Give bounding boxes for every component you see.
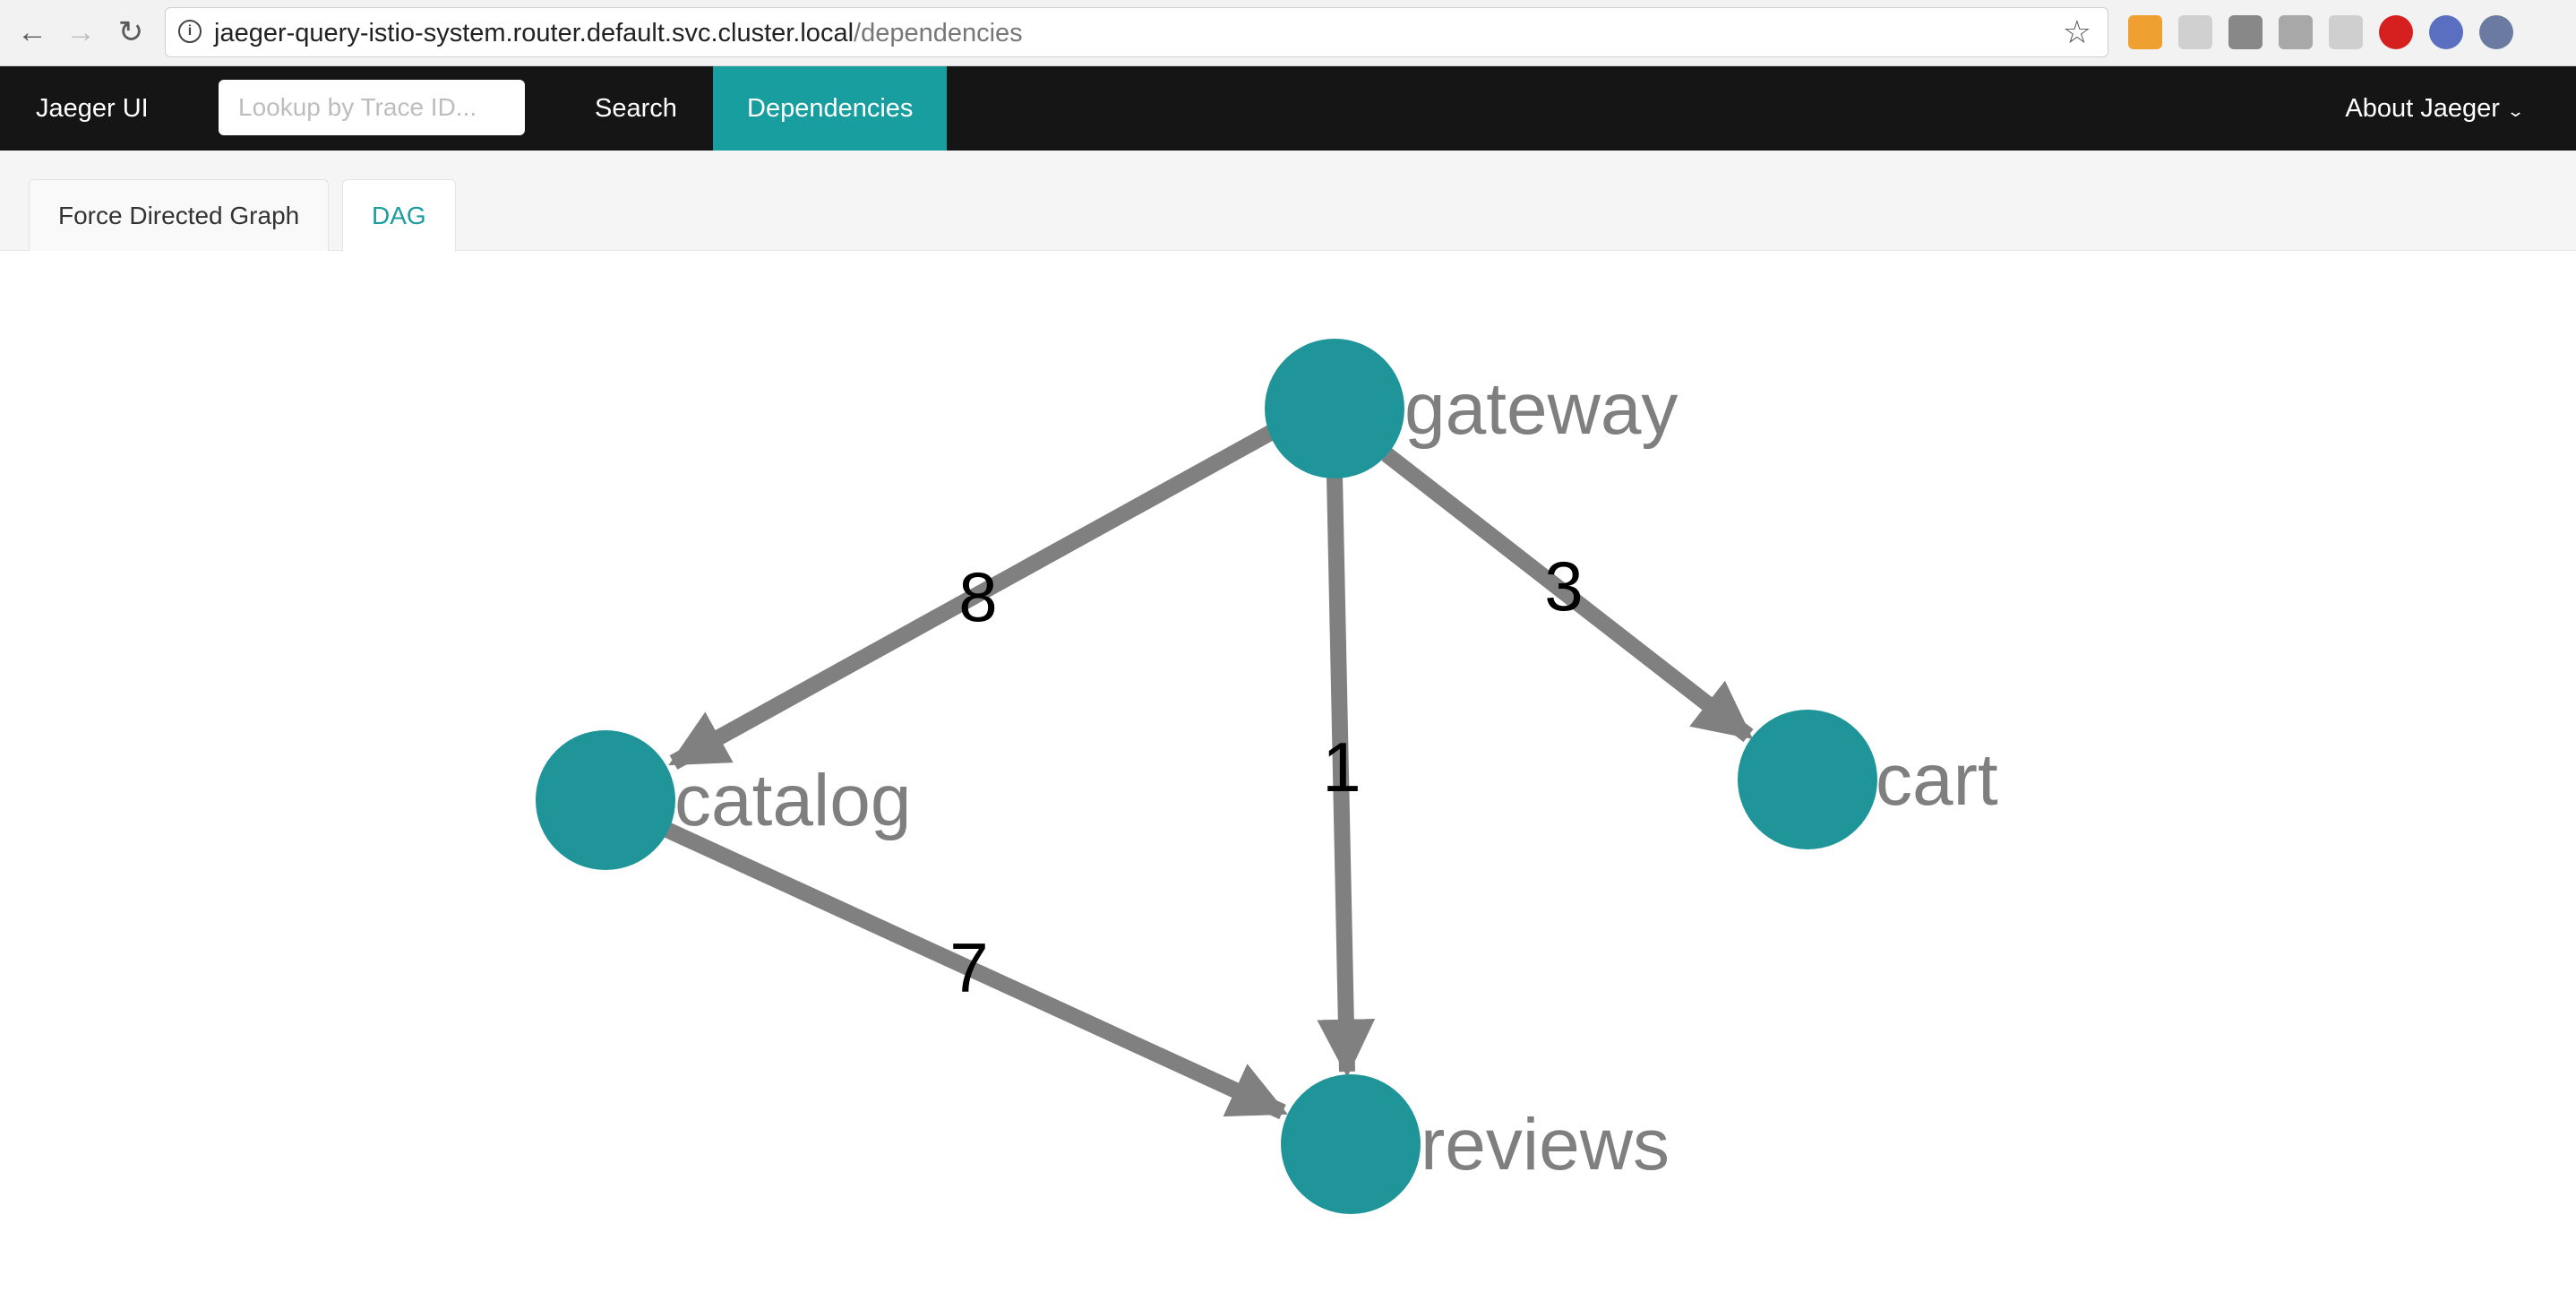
node-gateway[interactable] xyxy=(1265,339,1404,478)
node-reviews[interactable] xyxy=(1281,1074,1421,1214)
extension-b-icon[interactable] xyxy=(2178,15,2212,49)
extension-redhat-icon[interactable] xyxy=(2379,15,2413,49)
tab-dag[interactable]: DAG xyxy=(342,179,456,252)
browser-toolbar: ← → ↻ i jaeger-query-istio-system.router… xyxy=(0,0,2576,66)
bookmark-star-icon[interactable]: ☆ xyxy=(2062,13,2091,50)
node-label-gateway: gateway xyxy=(1404,368,1678,450)
forward-arrow-icon[interactable]: → xyxy=(65,14,96,49)
extension-square-icon[interactable] xyxy=(2228,15,2263,49)
site-info-icon[interactable]: i xyxy=(178,20,202,43)
about-jaeger-menu[interactable]: About Jaeger ⌄ xyxy=(2345,66,2526,151)
edge-gateway-catalog xyxy=(668,424,1278,770)
chevron-down-icon: ⌄ xyxy=(2505,102,2526,120)
app-top-nav: Jaeger UI Search Dependencies About Jaeg… xyxy=(0,66,2576,151)
extension-eye-icon[interactable] xyxy=(2479,15,2513,49)
tab-force-directed-graph[interactable]: Force Directed Graph xyxy=(29,179,330,251)
edge-label-gateway-catalog: 8 xyxy=(958,557,997,636)
back-arrow-icon[interactable]: ← xyxy=(17,14,47,49)
node-label-cart: cart xyxy=(1876,739,1998,821)
edge-gateway-cart xyxy=(1381,447,1754,743)
url-host: jaeger-query-istio-system.router.default… xyxy=(214,19,854,47)
extension-pocket-icon[interactable] xyxy=(2329,15,2363,49)
node-label-catalog: catalog xyxy=(674,760,911,841)
extension-off-icon[interactable] xyxy=(2128,15,2162,49)
nav-dependencies[interactable]: Dependencies xyxy=(713,66,948,151)
extension-doc-icon[interactable] xyxy=(2279,15,2313,49)
dependency-graph[interactable]: 8 1 3 7 gateway catalog cart reviews xyxy=(0,252,2576,1301)
edge-gateway-reviews xyxy=(1317,475,1376,1078)
node-cart[interactable] xyxy=(1738,710,1877,849)
node-label-reviews: reviews xyxy=(1421,1104,1670,1185)
node-catalog[interactable] xyxy=(536,730,675,870)
edge-label-catalog-reviews: 7 xyxy=(949,928,988,1007)
nav-search[interactable]: Search xyxy=(595,94,677,123)
brand-link[interactable]: Jaeger UI xyxy=(36,94,149,123)
trace-id-lookup-input[interactable] xyxy=(219,80,525,135)
graph-type-tabs: Force Directed Graph DAG xyxy=(0,151,2576,252)
extension-icons xyxy=(2128,13,2513,52)
edge-label-gateway-cart: 3 xyxy=(1544,547,1583,625)
reload-icon[interactable]: ↻ xyxy=(117,15,144,49)
extension-globe-icon[interactable] xyxy=(2429,15,2463,49)
edge-catalog-reviews xyxy=(657,819,1288,1120)
edge-label-gateway-reviews: 1 xyxy=(1322,728,1361,806)
about-jaeger-label: About Jaeger xyxy=(2345,94,2500,123)
address-bar[interactable]: i jaeger-query-istio-system.router.defau… xyxy=(165,7,2108,57)
url-path: /dependencies xyxy=(854,19,1023,47)
url-text[interactable]: jaeger-query-istio-system.router.default… xyxy=(214,19,1023,48)
